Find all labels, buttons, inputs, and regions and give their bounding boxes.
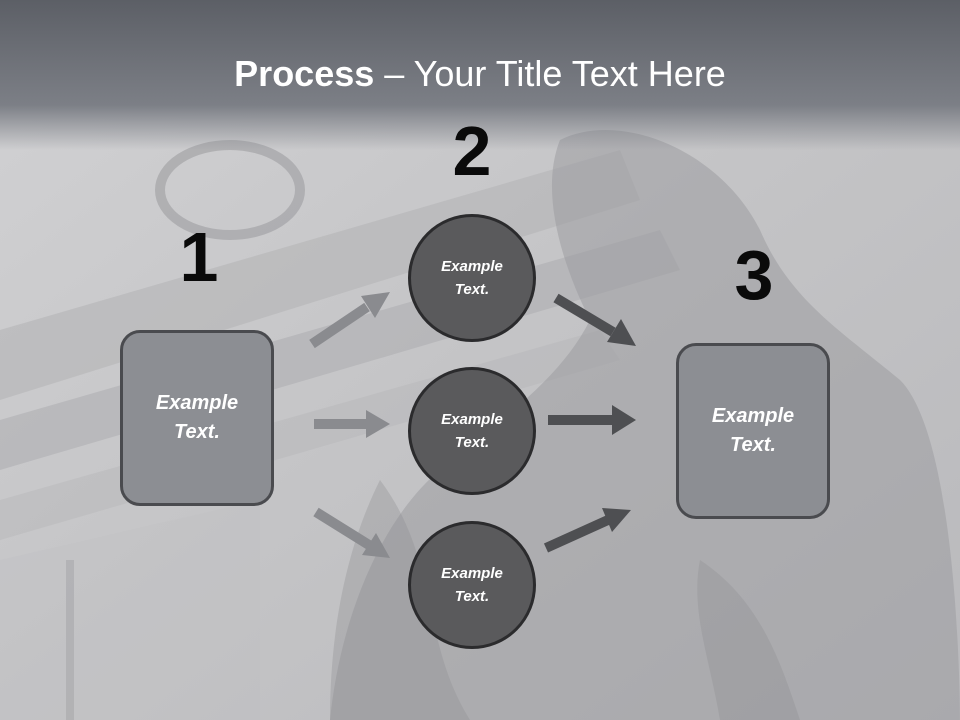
circle-middle-text: Example Text. xyxy=(441,411,503,451)
circle-middle: Example Text. xyxy=(408,367,536,495)
circle-top: Example Text. xyxy=(408,214,536,342)
step-number-2: 2 xyxy=(452,112,492,190)
title-bold: Process xyxy=(234,53,375,94)
right-step-text: Example Text. xyxy=(711,405,795,456)
slide-title: Process – Your Title Text Here xyxy=(0,52,960,96)
left-step-text: Example Text. xyxy=(155,392,239,443)
step-number-1: 1 xyxy=(179,218,219,296)
step-number-3: 3 xyxy=(734,236,774,314)
left-step-box: Example Text. xyxy=(120,330,274,506)
right-step-box: Example Text. xyxy=(676,343,830,519)
circle-bottom: Example Text. xyxy=(408,521,536,649)
title-band xyxy=(0,0,960,150)
circle-bottom-text: Example Text. xyxy=(441,565,503,605)
title-rest: – Your Title Text Here xyxy=(374,53,726,94)
circle-top-text: Example Text. xyxy=(441,258,503,298)
